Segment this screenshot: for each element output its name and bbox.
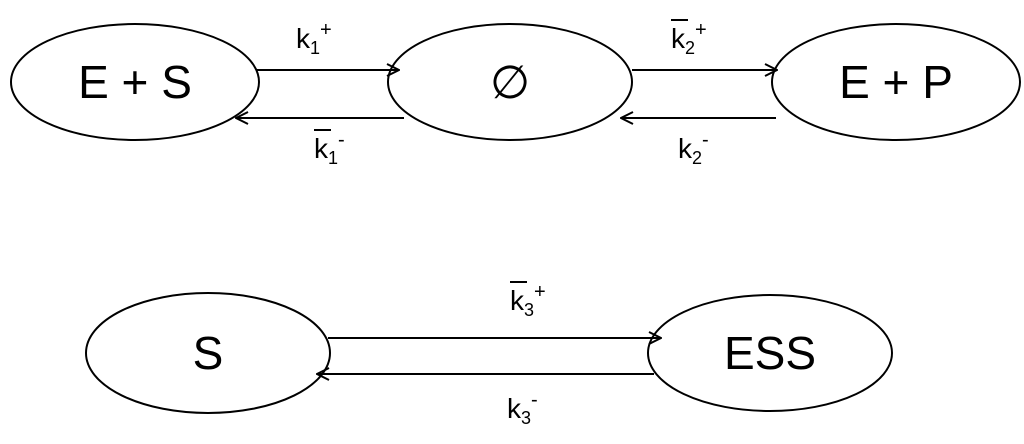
rate-k3-plus: k3+	[510, 281, 546, 320]
node-s-label: S	[193, 327, 224, 379]
rate-k2-plus: k2+	[671, 19, 707, 58]
node-e-plus-s: E + S	[10, 23, 260, 141]
rate-k3-minus: k3-	[507, 389, 538, 428]
node-e-plus-p: E + P	[771, 23, 1021, 141]
node-ess: ESS	[647, 294, 893, 412]
node-s: S	[85, 292, 331, 414]
node-e-plus-p-label: E + P	[839, 56, 953, 108]
node-empty-set: ∅	[387, 23, 633, 141]
rate-k1-minus: k1-	[314, 129, 345, 168]
node-ess-label: ESS	[724, 327, 816, 379]
node-empty-set-label: ∅	[490, 56, 530, 108]
rate-k1-plus: k1+	[296, 19, 332, 58]
rate-k2-minus: k2-	[678, 129, 709, 168]
node-e-plus-s-label: E + S	[78, 56, 192, 108]
